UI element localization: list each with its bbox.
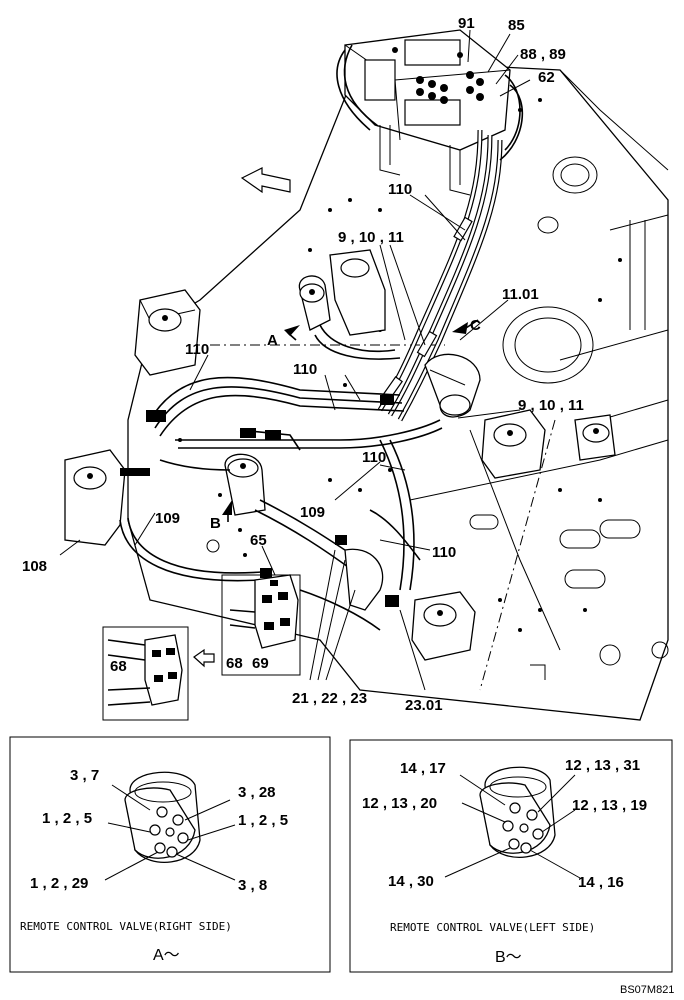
valve-fittings xyxy=(392,47,484,104)
forward-direction-arrow-icon xyxy=(240,167,291,194)
label-110-mid: 110 xyxy=(293,361,317,378)
label-109-left: 109 xyxy=(155,510,180,527)
engine-mount-far-right xyxy=(574,414,616,461)
label-69: 69 xyxy=(252,655,269,672)
label-110-top: 110 xyxy=(388,181,412,198)
label-1-2-5-left: 1 , 2 , 5 xyxy=(42,810,92,827)
swivel-joint-pipe xyxy=(424,353,481,418)
label-91: 91 xyxy=(458,15,475,32)
caption-left-side: REMOTE CONTROL VALVE(LEFT SIDE) xyxy=(390,921,595,934)
label-arrow-a: A xyxy=(267,332,278,349)
left-remote-control-valve xyxy=(224,453,384,611)
label-3-28: 3 , 28 xyxy=(238,784,276,801)
label-14-17: 14 , 17 xyxy=(400,760,446,777)
label-9-10-11-top: 9 , 10 , 11 xyxy=(338,229,404,246)
remote-control-valve-right-drawing xyxy=(124,771,201,863)
label-23-01: 23.01 xyxy=(405,697,443,714)
label-110-left: 110 xyxy=(185,341,209,358)
view-a-panel: 3 , 7 3 , 28 1 , 2 , 5 1 , 2 , 5 1 , 2 ,… xyxy=(9,736,331,973)
label-110-low: 110 xyxy=(432,544,456,561)
right-remote-control-valve-bracket xyxy=(298,249,401,360)
view-a-label: A～ xyxy=(153,947,180,964)
label-85: 85 xyxy=(508,17,525,34)
engine-mount-bottom xyxy=(411,591,476,661)
detail-inset-68 xyxy=(102,626,189,721)
engine-mount-left-top xyxy=(134,289,201,376)
label-68: 68 xyxy=(226,655,243,672)
label-14-16: 14 , 16 xyxy=(578,874,624,891)
label-21-22-23: 21 , 22 , 23 xyxy=(292,690,367,707)
label-12-13-31: 12 , 13 , 31 xyxy=(565,757,640,774)
label-65: 65 xyxy=(250,532,267,549)
label-11-01: 11.01 xyxy=(502,286,539,303)
view-arrow-c-icon xyxy=(452,319,479,334)
label-108: 108 xyxy=(22,558,47,575)
label-arrow-c: C xyxy=(470,317,481,334)
battery-box-108 xyxy=(64,449,126,546)
drawing-reference: BS07M821 xyxy=(620,984,674,996)
label-12-13-20: 12 , 13 , 20 xyxy=(362,795,437,812)
view-b-label: B～ xyxy=(495,949,522,966)
caption-right-side: REMOTE CONTROL VALVE(RIGHT SIDE) xyxy=(20,920,232,933)
label-arrow-b: B xyxy=(210,515,221,532)
label-1-2-29: 1 , 2 , 29 xyxy=(30,875,88,892)
leader-lines xyxy=(59,29,531,691)
label-12-13-19: 12 , 13 , 19 xyxy=(572,797,647,814)
label-88-89: 88 , 89 xyxy=(520,46,566,63)
control-valve-block xyxy=(344,29,511,196)
upper-frame xyxy=(127,59,669,721)
solenoid-valve-block xyxy=(221,574,301,676)
remote-control-valve-left-drawing xyxy=(479,766,556,858)
label-9-10-11-right: 9 , 10 , 11 xyxy=(518,397,584,414)
engine-mount-right xyxy=(481,409,546,479)
pilot-line-network xyxy=(119,376,443,631)
label-62: 62 xyxy=(538,69,555,86)
main-hose-bundle xyxy=(336,44,524,422)
label-1-2-5-right: 1 , 2 , 5 xyxy=(238,812,288,829)
label-14-30: 14 , 30 xyxy=(388,873,434,890)
label-68-inset: 68 xyxy=(110,658,127,675)
view-arrow-a-icon xyxy=(284,325,300,341)
label-3-7: 3 , 7 xyxy=(70,767,99,784)
label-110-right: 110 xyxy=(362,449,386,466)
inset-pointer-arrow-icon xyxy=(193,648,215,668)
label-3-8: 3 , 8 xyxy=(238,877,267,894)
view-arrow-b-icon xyxy=(222,500,232,522)
label-109-mid: 109 xyxy=(300,504,325,521)
view-b-panel: 14 , 17 12 , 13 , 31 12 , 13 , 20 12 , 1… xyxy=(349,739,673,973)
